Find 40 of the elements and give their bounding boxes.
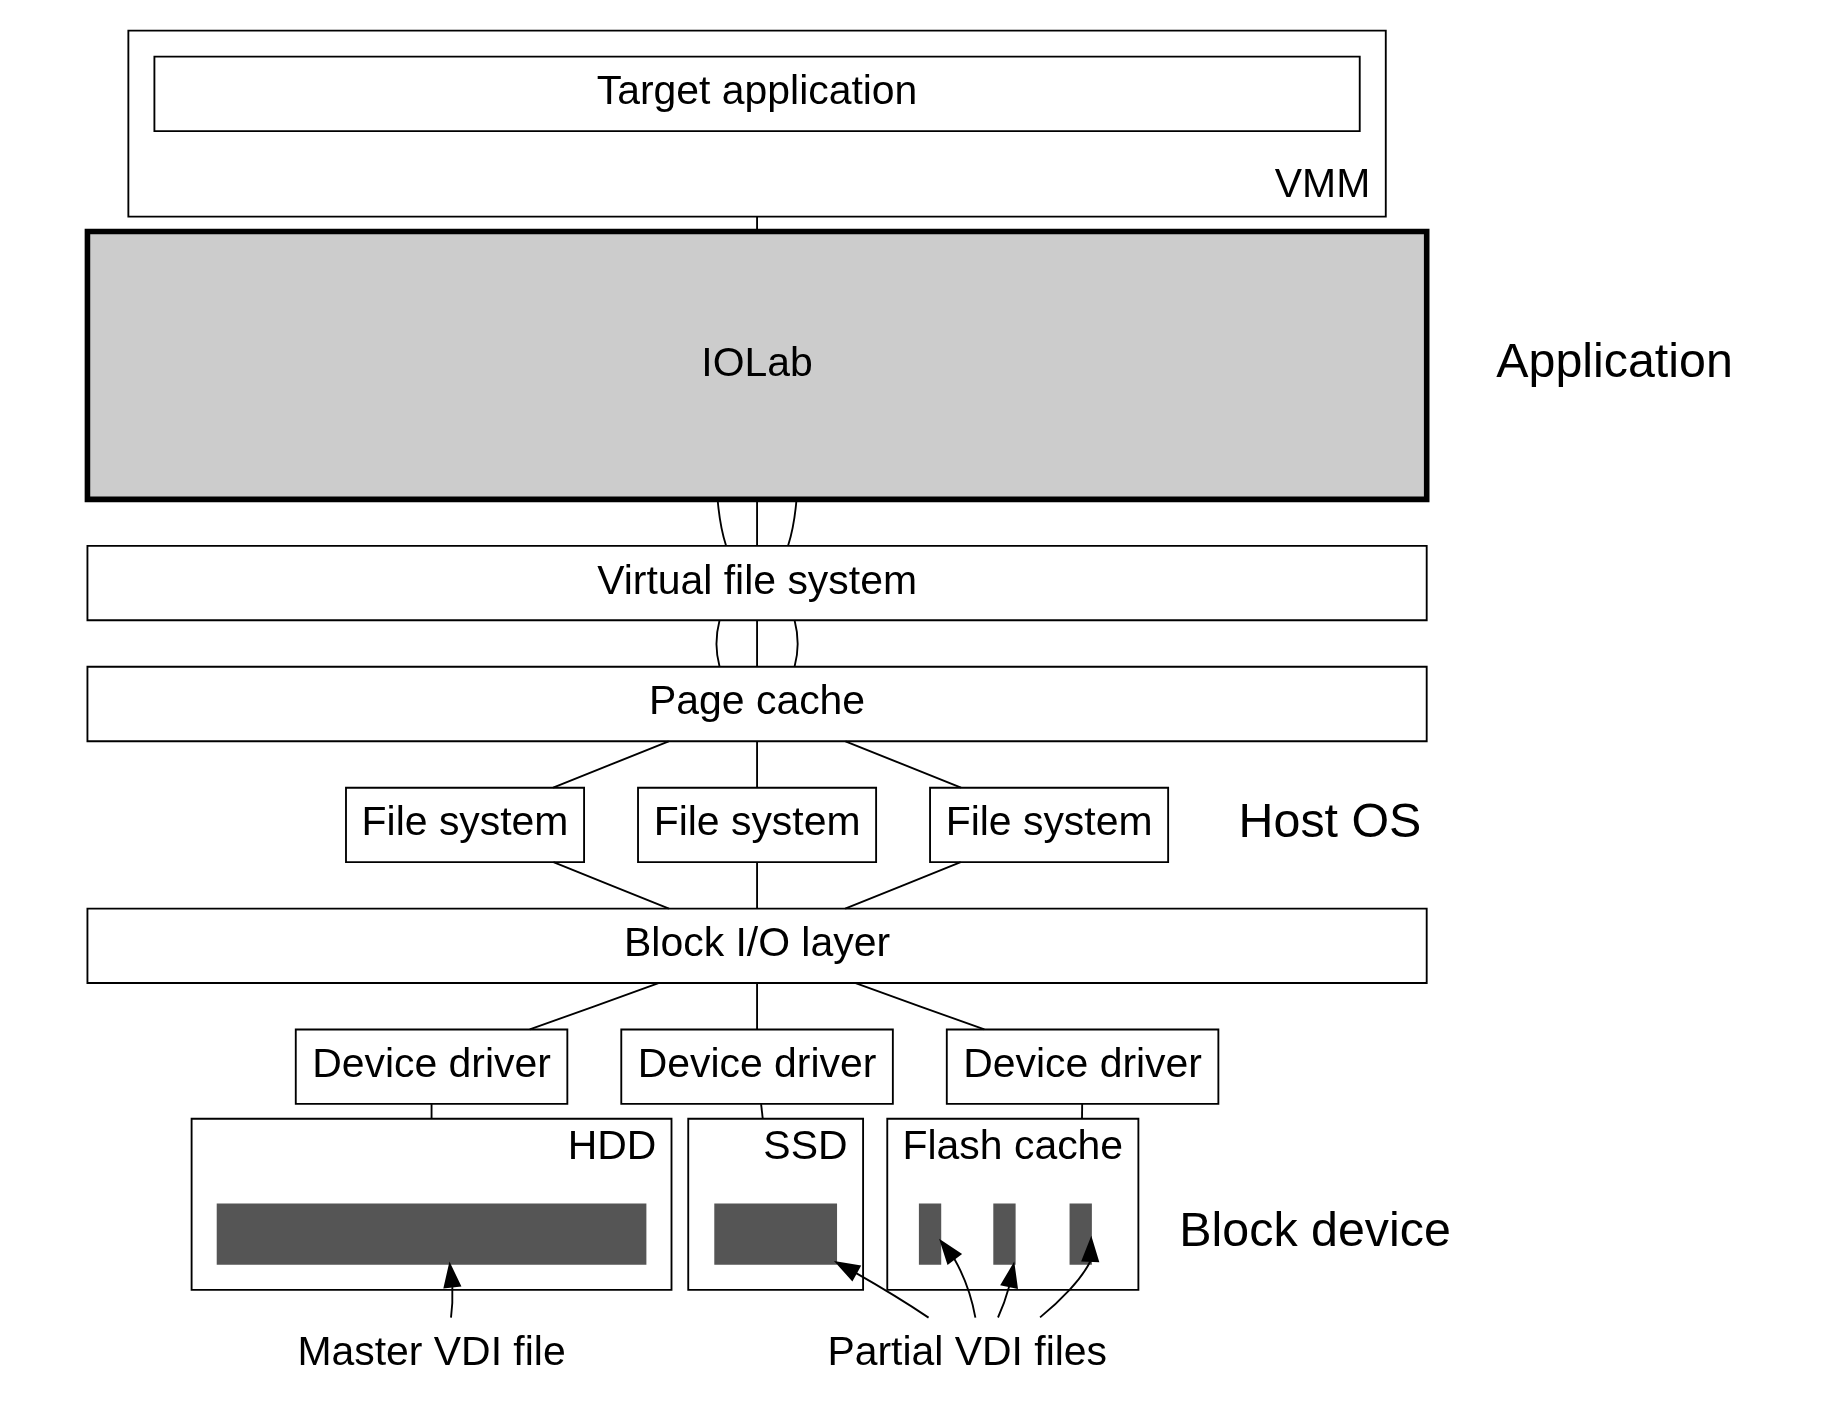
- arrow: [443, 1261, 462, 1319]
- connector: [528, 982, 660, 1031]
- node-box: Device driver: [945, 1028, 1220, 1105]
- connector: [552, 861, 670, 910]
- node-box: Target application: [153, 55, 1361, 133]
- node-box: File system: [929, 786, 1170, 864]
- connector: [715, 619, 721, 668]
- connector: [756, 740, 758, 789]
- node-bar: [993, 1203, 1016, 1265]
- node-box: Virtual file system: [86, 544, 1428, 622]
- node-text: Master VDI file: [297, 1328, 566, 1375]
- connector: [844, 861, 962, 910]
- connector: [844, 740, 962, 789]
- connector: [1081, 1103, 1084, 1120]
- node-box: IOLab: [84, 228, 1430, 503]
- node-bar: [714, 1203, 838, 1265]
- connector: [760, 1103, 764, 1120]
- node-box: File system: [345, 786, 585, 864]
- connector: [854, 982, 986, 1031]
- connector: [552, 740, 670, 789]
- connector: [756, 982, 758, 1031]
- connector: [793, 619, 799, 668]
- node-box: Device driver: [620, 1028, 894, 1105]
- node-box: Block I/O layer: [86, 907, 1428, 984]
- node-box: File system: [637, 786, 878, 864]
- connector: [756, 619, 758, 668]
- arrow: [834, 1260, 930, 1319]
- node-text: Partial VDI files: [827, 1328, 1108, 1375]
- label: Host OS: [1238, 792, 1422, 847]
- connector: [756, 861, 758, 910]
- arrow: [939, 1238, 977, 1319]
- node-bar: [918, 1203, 942, 1265]
- node-box: Page cache: [86, 665, 1428, 743]
- label: Application: [1496, 333, 1733, 388]
- node-bar: [216, 1203, 647, 1265]
- arrow: [997, 1261, 1018, 1319]
- label: Block device: [1179, 1201, 1451, 1256]
- node-box: Device driver: [294, 1028, 569, 1105]
- arrow: [1039, 1235, 1100, 1319]
- node-bar: [1069, 1203, 1092, 1265]
